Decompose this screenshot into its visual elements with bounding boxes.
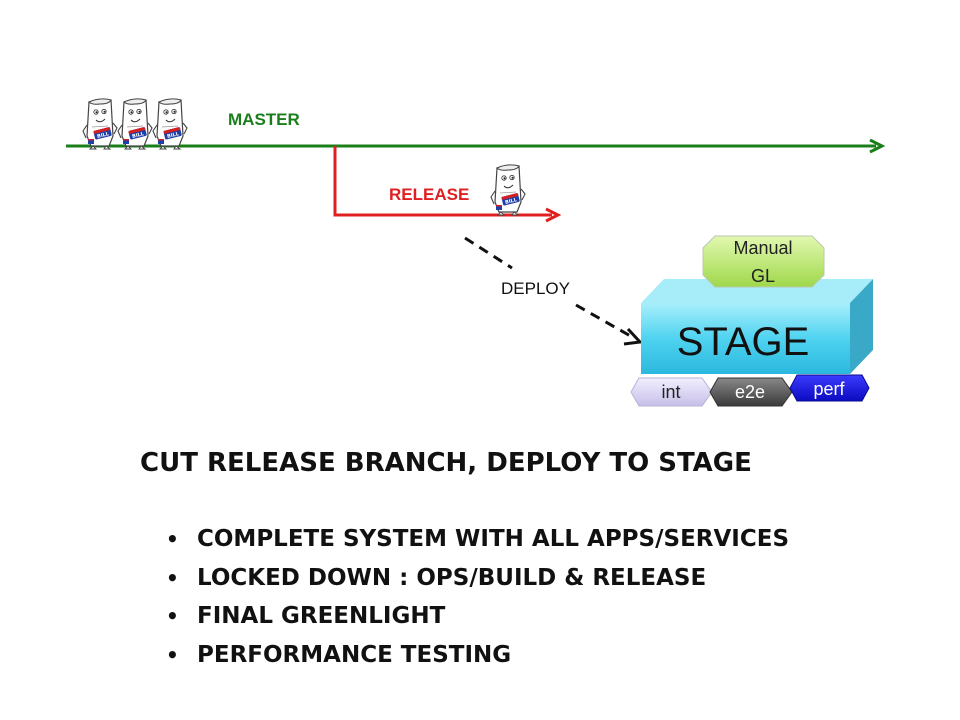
deploy-dash-upper [464,236,513,270]
bullet-item: • LOCKED DOWN : OPS/BUILD & RELEASE [164,559,789,598]
master-arrowhead [869,138,886,154]
master-branch: MASTER [66,110,886,154]
release-line [333,146,552,217]
bullet-item: • COMPLETE SYSTEM WITH ALL APPS/SERVICES [164,520,789,559]
tag-e2e-label: e2e [735,382,765,402]
mascot-icon [490,164,526,216]
release-label: RELEASE [389,185,469,204]
bullet-item: • FINAL GREENLIGHT [164,597,789,636]
deploy-arrowhead [623,327,644,346]
tag-perf-shape [789,374,870,402]
deploy-label: DEPLOY [501,279,570,298]
bullet-dot-icon: • [166,604,179,628]
manual-gl-shape [702,235,825,288]
bullet-list: •COMPLETE SYSTEM WITH ALL APPS/SERVICES … [164,520,789,674]
manual-gl-badge: Manual GL [702,235,825,288]
mascot-icon [152,98,188,150]
release-branch: RELEASE [333,146,562,223]
deploy-dash-lower [575,303,635,340]
master-label: MASTER [228,110,300,129]
bullet-text: COMPLETE SYSTEM WITH ALL APPS/SERVICES [197,526,790,552]
stage-side-face [850,279,873,374]
tag-e2e-shape [709,377,793,407]
bullet-dot-icon: • [166,527,179,551]
bullet-dot-icon: • [166,565,179,590]
manual-gl-line1: Manual [733,238,792,258]
mascot-group-master [82,98,188,150]
tag-int-label: int [661,382,680,402]
manual-gl-line2: GL [751,266,775,286]
tag-int-shape [630,377,713,407]
stage-box: STAGE [641,279,873,374]
bullet-text: FINAL GREENLIGHT [197,603,446,629]
stage-top-face [641,279,873,303]
slide-heading: CUT RELEASE BRANCH, DEPLOY TO STAGE [140,448,752,478]
tag-perf-label: perf [813,379,845,399]
stage-front-face [641,303,850,374]
bullet-text: LOCKED DOWN : OPS/BUILD & RELEASE [197,564,707,591]
environment-tags: int e2e perf [630,374,870,407]
mascot-icon [117,98,153,150]
bullet-dot-icon: • [166,642,179,667]
bullet-item: • PERFORMANCE TESTING [164,636,789,675]
deploy-arrow: DEPLOY [464,236,644,346]
bullet-text: PERFORMANCE TESTING [197,641,512,668]
stage-label: STAGE [677,320,810,364]
mascot-icon [82,98,118,150]
release-arrowhead [545,207,562,223]
